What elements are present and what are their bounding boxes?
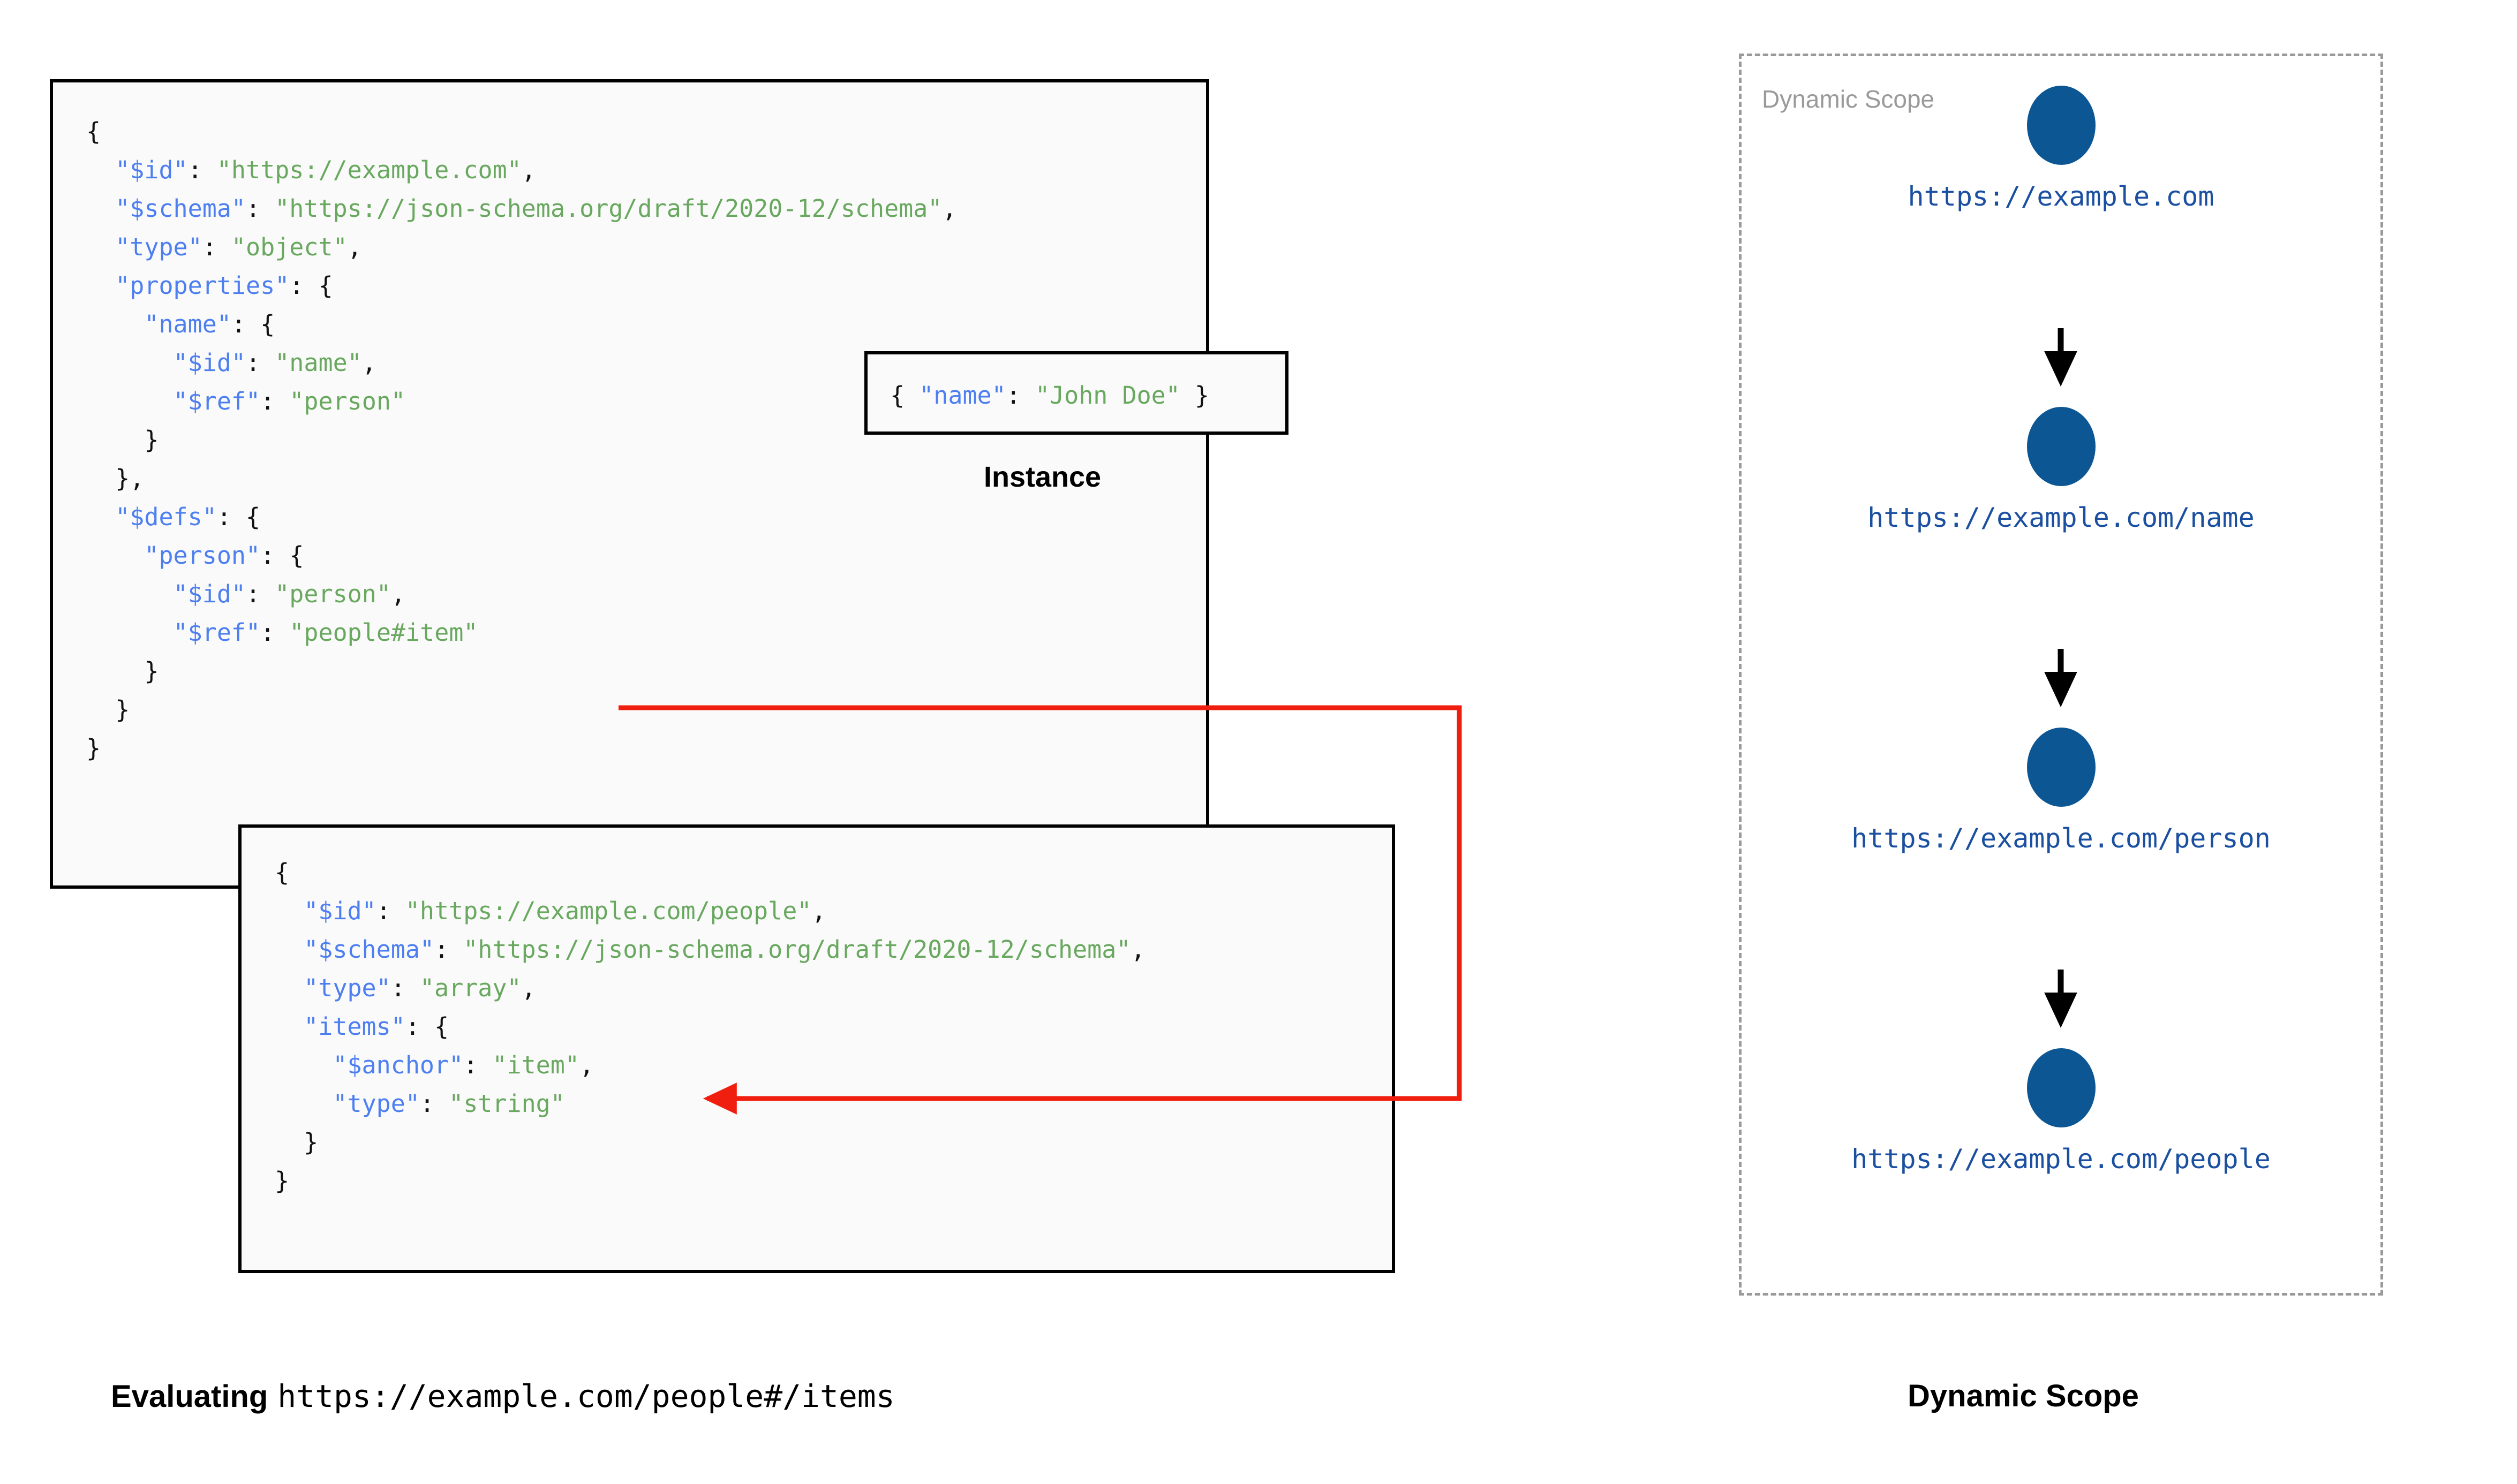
instance-box: { "name": "John Doe" } (864, 351, 1288, 435)
scope-node-0: https://example.com (1739, 86, 2383, 212)
evaluating-caption-prefix: Evaluating (111, 1379, 268, 1414)
scope-node-3: https://example.com/people (1739, 1048, 2383, 1175)
scope-arrow-2 (2044, 970, 2077, 1028)
scope-node-label-1: https://example.com/name (1867, 502, 2255, 533)
scope-circle-icon (2026, 728, 2096, 807)
instance-label: Instance (984, 461, 1102, 493)
scope-node-label-0: https://example.com (1908, 181, 2214, 212)
dynamic-scope-panel-label: Dynamic Scope (1762, 85, 1935, 113)
dynamic-scope-caption: Dynamic Scope (1908, 1379, 2139, 1413)
scope-arrow-0 (2044, 328, 2077, 387)
scope-node-1: https://example.com/name (1739, 407, 2383, 533)
scope-arrow-1 (2044, 649, 2077, 707)
scope-node-label-2: https://example.com/person (1851, 823, 2271, 854)
people-schema-code: { "$id": "https://example.com/people", "… (275, 858, 1146, 1195)
instance-code: { "name": "John Doe" } (890, 381, 1210, 410)
scope-circle-icon (2026, 86, 2096, 165)
people-schema-box: { "$id": "https://example.com/people", "… (238, 824, 1395, 1273)
evaluating-caption: Evaluating https://example.com/people#/i… (111, 1378, 895, 1414)
root-schema-code: { "$id": "https://example.com", "$schema… (86, 117, 957, 762)
scope-circle-icon (2026, 407, 2096, 486)
scope-node-label-3: https://example.com/people (1851, 1144, 2271, 1175)
evaluating-caption-uri: https://example.com/people#/items (277, 1378, 895, 1414)
scope-node-2: https://example.com/person (1739, 728, 2383, 854)
dynamic-scope-panel (1739, 54, 2383, 1296)
scope-circle-icon (2026, 1048, 2096, 1127)
